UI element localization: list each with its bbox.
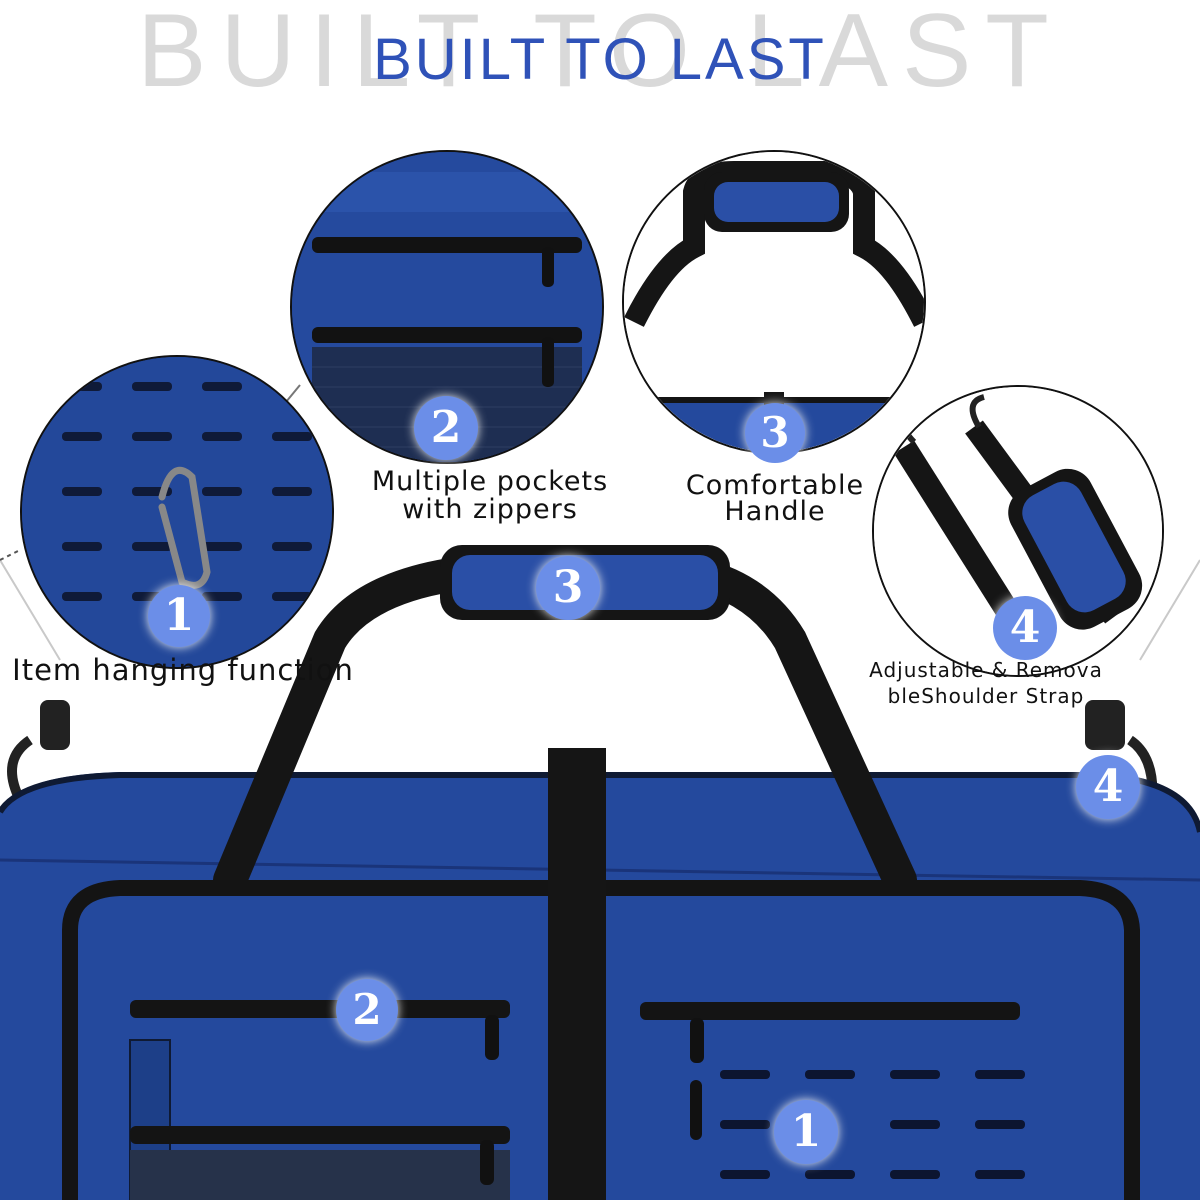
bag-badge-4: 4 [1076,755,1140,819]
shoulder-strap-detail [874,387,1162,675]
feature-label-3-line2: Handle [724,496,826,527]
feature-badge-4: 4 [993,596,1057,660]
bag-badge-2: 2 [336,979,398,1041]
feature-label-1: Item hanging function [12,653,354,687]
feature-badge-3: 3 [745,403,805,463]
bag-badge-3: 3 [536,556,600,620]
page-title: BUILT TO LAST [373,27,827,92]
feature-badge-1: 1 [148,585,210,647]
feature-label-4-line2: bleShoulder Strap [887,684,1085,708]
feature-label-2-line2: with zippers [402,494,578,525]
feature-badge-2: 2 [414,396,478,460]
feature-label-4-line1: Adjustable & Remova [869,658,1103,682]
title-background-text: BUILT TO LAST [137,0,1063,109]
bag-badge-1: 1 [774,1100,838,1164]
feature-label-3-line1: Comfortable [685,470,865,501]
feature-label-2-line1: Multiple pockets [371,466,609,497]
